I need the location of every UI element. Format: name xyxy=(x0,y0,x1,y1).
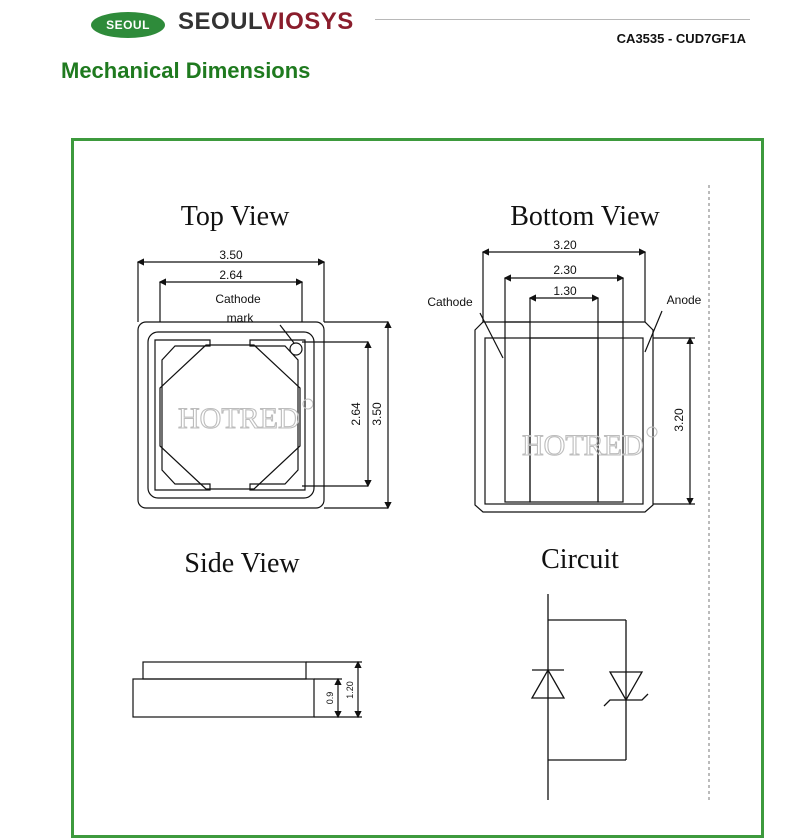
brand-name-part-2: VIOSYS xyxy=(261,8,354,35)
bottom-anode-label: Anode xyxy=(667,293,702,307)
bottom-dim-width-outer: 3.20 xyxy=(553,238,577,252)
watermark-top: HOTRED xyxy=(178,402,300,435)
watermark-bottom: HOTRED xyxy=(522,429,644,462)
top-view-title: Top View xyxy=(181,201,290,232)
side-view-title: Side View xyxy=(184,548,300,579)
bottom-dim-height: 3.20 xyxy=(672,408,686,432)
circuit-title: Circuit xyxy=(541,544,619,575)
brand-name-part-1: SEOUL xyxy=(178,8,262,35)
side-dim-body: 0.9 xyxy=(325,692,335,705)
logo-badge: SEOUL xyxy=(91,12,165,38)
cathode-mark-label: Cathode xyxy=(215,292,261,306)
bottom-view-title: Bottom View xyxy=(510,201,660,232)
part-number: CA3535 - CUD7GF1A xyxy=(616,31,746,46)
watermark-registered-bottom xyxy=(646,426,658,438)
brand-logo-text: SEOULVIOSYS xyxy=(178,8,354,36)
bottom-view-drawing xyxy=(474,248,695,513)
watermark-registered-top xyxy=(302,398,314,410)
side-view-drawing xyxy=(132,660,362,719)
top-dim-height-outer: 3.50 xyxy=(370,402,384,426)
bottom-cathode-label: Cathode xyxy=(427,295,473,309)
circuit-diagram xyxy=(530,594,649,800)
mechanical-drawing: Top View 3.50 2.64 Cathode mark 2.64 3.5… xyxy=(132,185,710,800)
top-dim-width-inner: 2.64 xyxy=(219,268,243,282)
page-title: Mechanical Dimensions xyxy=(61,58,311,83)
top-view-drawing xyxy=(136,258,392,510)
top-dim-width-outer: 3.50 xyxy=(219,248,243,262)
cathode-mark-label-2: mark xyxy=(227,311,255,325)
bottom-dim-width-inner: 1.30 xyxy=(553,284,577,298)
top-dim-height-inner: 2.64 xyxy=(349,402,363,426)
side-dim-total: 1.20 xyxy=(345,681,355,699)
bottom-dim-width-mid: 2.30 xyxy=(553,263,577,277)
header-rule xyxy=(375,19,750,20)
